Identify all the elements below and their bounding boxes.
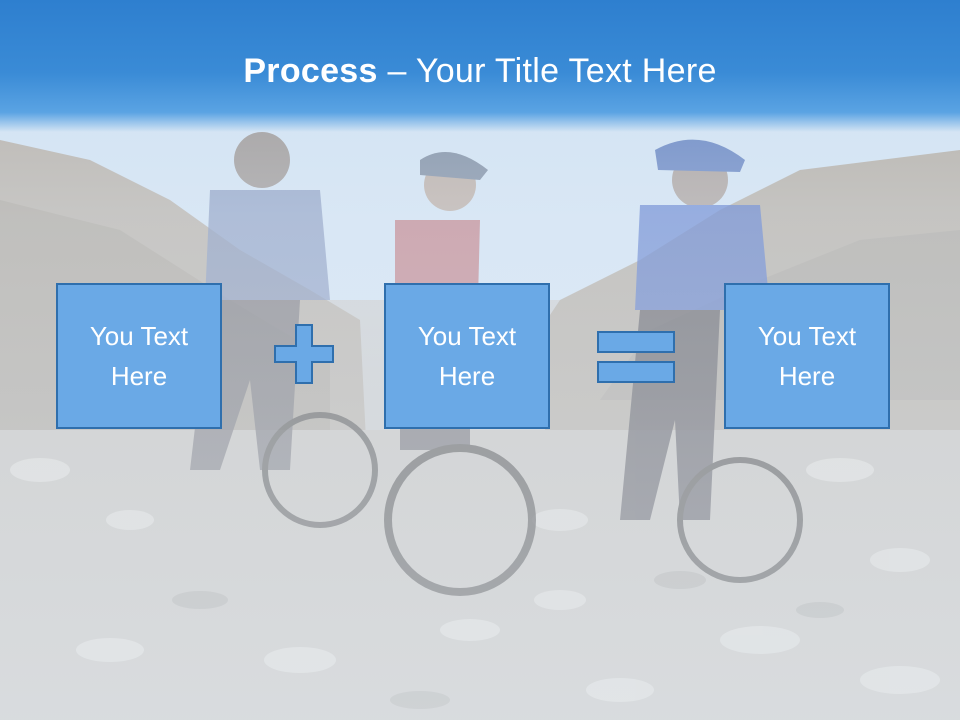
text-box-2[interactable]: You Text Here xyxy=(384,283,550,429)
title-bold: Process xyxy=(243,52,378,90)
text-box-1-label: You Text Here xyxy=(89,321,189,391)
title-bar xyxy=(0,0,960,132)
plus-icon xyxy=(274,324,334,384)
title-text: Your Title Text Here xyxy=(415,52,717,90)
equals-icon xyxy=(597,331,675,383)
text-box-3-label: You Text Here xyxy=(757,321,857,391)
text-box-3[interactable]: You Text Here xyxy=(724,283,890,429)
title-dash: – xyxy=(387,52,407,90)
slide-title[interactable]: Process – Your Title Text Here xyxy=(0,52,960,91)
text-box-1[interactable]: You Text Here xyxy=(56,283,222,429)
text-box-2-label: You Text Here xyxy=(417,321,517,391)
